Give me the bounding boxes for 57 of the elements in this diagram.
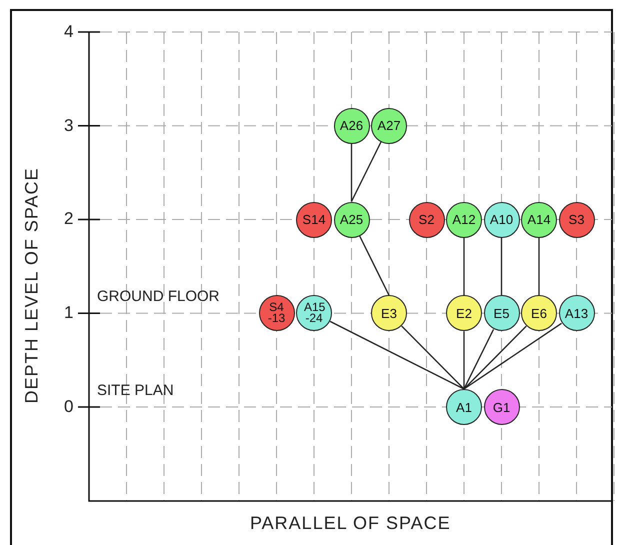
- connector-line: [358, 235, 390, 296]
- node-label: E3: [381, 308, 397, 319]
- node-circle: [558, 202, 594, 238]
- connector-line: [350, 142, 382, 202]
- axis-title: DEPTH LEVEL OF SPACE: [22, 166, 43, 404]
- node-circle: [558, 295, 594, 332]
- node-label: E5: [494, 308, 510, 319]
- node-circle: [334, 202, 370, 238]
- axis-title: PARALLEL OF SPACE: [250, 513, 451, 534]
- node-label: G1: [492, 402, 510, 412]
- node-label: A12: [452, 214, 476, 225]
- node-circle: [296, 295, 332, 332]
- node-label: A1: [456, 402, 472, 412]
- node-circle: [484, 389, 520, 425]
- level-annotation: GROUND FLOOR: [97, 288, 220, 305]
- node-label: A26: [340, 120, 364, 132]
- node-circle: [521, 295, 557, 332]
- tick-label: 1: [64, 303, 74, 323]
- node-circle: [371, 108, 407, 144]
- node-label: A27: [377, 120, 401, 132]
- node-circle: [446, 202, 482, 238]
- node-circle: [446, 295, 482, 332]
- node-circle: [408, 202, 444, 238]
- node-label: S4 -13: [266, 302, 286, 324]
- connector-line: [330, 320, 464, 390]
- connector-line: [350, 144, 352, 202]
- node-label: A15 -24: [304, 302, 324, 324]
- connector-line: [464, 322, 562, 390]
- connector-line: [538, 238, 540, 296]
- node-circle: [521, 202, 557, 238]
- node-circle: [296, 202, 332, 238]
- node-label: E2: [456, 308, 472, 319]
- node-label: S3: [568, 214, 584, 225]
- connector-line: [401, 326, 464, 390]
- connector-line: [463, 238, 465, 296]
- node-label: A10: [490, 214, 514, 225]
- connector-line: [463, 331, 465, 389]
- node-label: A13: [564, 308, 588, 319]
- tick-label: 2: [64, 209, 74, 229]
- node-label: E6: [531, 308, 547, 319]
- node-label: S14: [302, 214, 326, 225]
- level-annotation: SITE PLAN: [97, 382, 174, 399]
- node-circle: [334, 108, 370, 144]
- node-circle: [446, 389, 482, 425]
- node-label: A25: [340, 214, 364, 225]
- node-label: S2: [418, 214, 434, 225]
- connector-line: [463, 329, 494, 390]
- connector-line: [464, 326, 527, 390]
- node-label: A14: [527, 214, 551, 225]
- connector-line: [500, 238, 502, 296]
- tick-label: 0: [64, 397, 74, 417]
- node-circle: [371, 295, 407, 332]
- node-circle: [484, 202, 520, 238]
- tick-label: 4: [64, 22, 74, 42]
- node-circle: [258, 295, 294, 332]
- tick-label: 3: [64, 116, 74, 136]
- node-circle: [484, 295, 520, 332]
